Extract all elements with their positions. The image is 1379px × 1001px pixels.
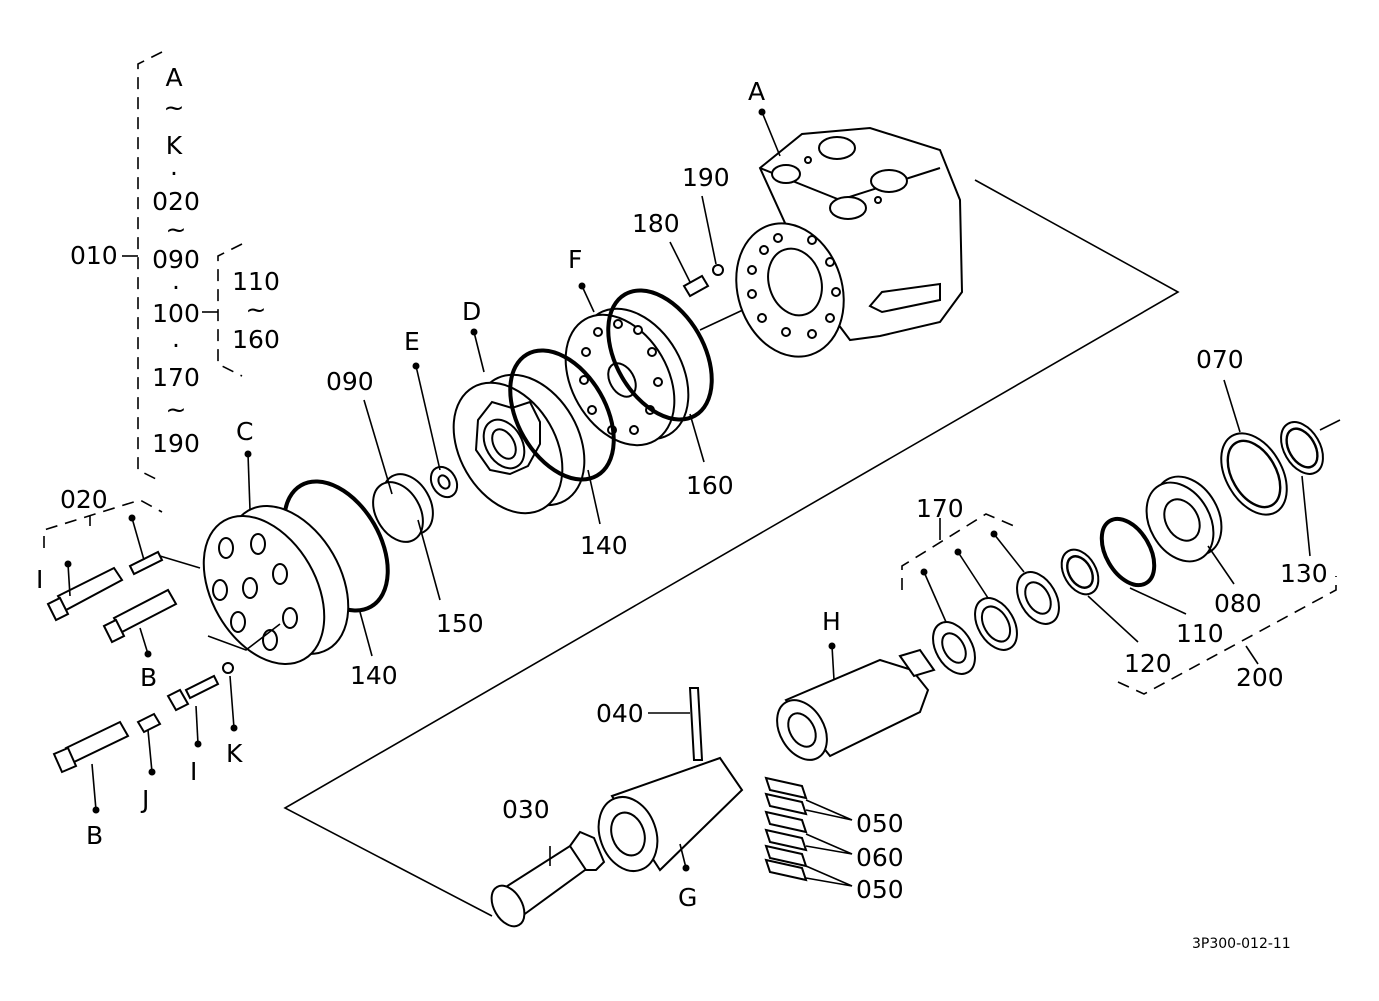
label-170: 170 <box>916 494 964 523</box>
label-j: J <box>140 785 149 814</box>
label-030: 030 <box>502 795 550 824</box>
label-130: 130 <box>1280 559 1328 588</box>
label-f: F <box>568 245 582 274</box>
label-150: 150 <box>436 609 484 638</box>
bracket-200 <box>1117 576 1337 695</box>
drawing-reference: 3P300-012-11 <box>1192 936 1291 952</box>
bracket-010-item: ~ <box>166 395 187 424</box>
bracket-010-item: · <box>170 159 178 188</box>
label-g: G <box>678 883 697 912</box>
end-cap-c <box>202 505 350 665</box>
bracket-100-item: 160 <box>232 325 280 354</box>
plug-i <box>166 674 220 712</box>
label-140-lower: 140 <box>350 661 398 690</box>
bracket-100-item: ~ <box>246 295 267 324</box>
bracket-010-item: ~ <box>166 215 187 244</box>
label-k: K <box>226 739 243 768</box>
label-010: 010 <box>70 241 118 270</box>
label-180: 180 <box>632 209 680 238</box>
leaf-springs <box>764 776 808 882</box>
leader-lines <box>64 108 1311 872</box>
bracket-010-item: 100 <box>152 299 200 328</box>
label-020: 020 <box>60 485 108 514</box>
seal-120 <box>1060 548 1100 596</box>
sleeve-h <box>776 648 936 761</box>
ring-070 <box>1220 432 1288 516</box>
shaft-030 <box>490 830 606 928</box>
label-090: 090 <box>326 367 374 396</box>
label-190: 190 <box>682 163 730 192</box>
label-110: 110 <box>1176 619 1224 648</box>
label-080: 080 <box>1214 589 1262 618</box>
bracket-010-list: A ~ K · 020 ~ 090 · 100 · 170 ~ 190 <box>152 63 200 458</box>
ball-k <box>222 662 234 674</box>
bracket-010-item: 020 <box>152 187 200 216</box>
spool-g <box>597 756 744 872</box>
label-c: C <box>236 417 253 446</box>
bolt-upper <box>46 566 124 622</box>
label-060: 060 <box>856 843 904 872</box>
cap-090 <box>372 473 434 543</box>
label-040: 040 <box>596 699 644 728</box>
label-160: 160 <box>686 471 734 500</box>
housing-a <box>735 126 964 358</box>
bracket-010-item: ~ <box>164 93 185 122</box>
label-050-lower: 050 <box>856 875 904 904</box>
ball-190 <box>712 264 724 276</box>
bracket-010 <box>122 51 163 483</box>
label-i: I <box>190 757 197 786</box>
rings-170 <box>932 571 1060 675</box>
label-i-bracket: I <box>36 565 43 594</box>
label-a: A <box>748 77 765 106</box>
bolt-middle <box>102 588 178 644</box>
part-labels: A F D E C 190 180 090 160 140 150 140 B … <box>36 77 1328 912</box>
bracket-100-list: 110 ~ 160 <box>232 267 280 354</box>
label-e: E <box>404 327 420 356</box>
bracket-100 <box>202 243 243 377</box>
pin-020 <box>128 550 164 576</box>
bracket-010-item: A <box>165 63 182 92</box>
label-d: D <box>462 297 481 326</box>
bracket-010-item: 090 <box>152 245 200 274</box>
o-ring-110 <box>1099 516 1157 588</box>
bracket-170 <box>901 513 1015 590</box>
label-120: 120 <box>1124 649 1172 678</box>
label-b-upper: B <box>140 663 157 692</box>
bracket-010-item: · <box>172 331 180 360</box>
bracket-010-item: 190 <box>152 429 200 458</box>
label-b-lower: B <box>86 821 103 850</box>
bracket-010-item: 170 <box>152 363 200 392</box>
bracket-020 <box>43 499 163 548</box>
bracket-100-item: 110 <box>232 267 280 296</box>
plate-f <box>564 307 690 447</box>
label-200: 200 <box>1236 663 1284 692</box>
bracket-010-item: · <box>172 273 180 302</box>
label-h: H <box>822 607 841 636</box>
bolt-lower <box>52 720 130 774</box>
bracket-010-item: K <box>166 131 183 160</box>
label-050-upper: 050 <box>856 809 904 838</box>
spring-j <box>136 712 162 734</box>
label-070: 070 <box>1196 345 1244 374</box>
ring-130 <box>1280 421 1324 475</box>
gland-080 <box>1145 475 1223 563</box>
label-140-upper: 140 <box>580 531 628 560</box>
pin-040 <box>688 687 704 761</box>
o-ring-140-upper <box>508 348 616 482</box>
o-ring-160 <box>606 288 714 422</box>
spring-180 <box>682 274 710 298</box>
